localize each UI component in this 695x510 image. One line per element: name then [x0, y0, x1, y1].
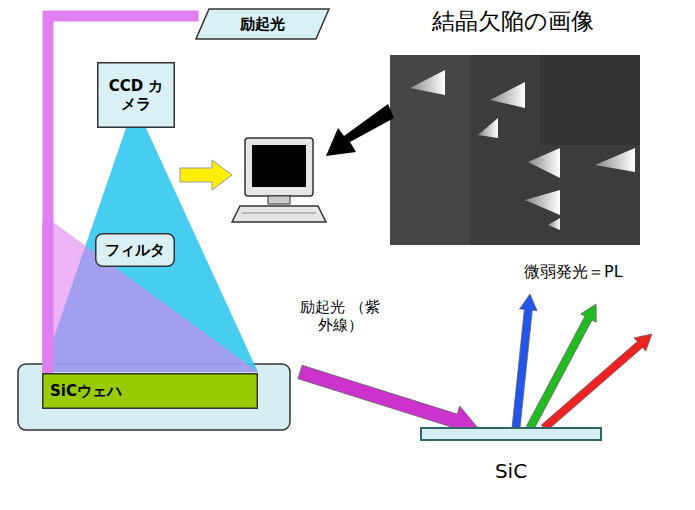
- node-label: SiC: [495, 459, 527, 483]
- sample-plate: SiC: [420, 427, 602, 483]
- defect-image: [390, 55, 640, 245]
- node-label: 励起光: [240, 15, 285, 33]
- wafer-box: SiCウェハ: [42, 373, 258, 409]
- wafer-stage: [18, 364, 290, 430]
- image-arrow: [326, 104, 394, 156]
- filter-box: フィルタ: [95, 233, 175, 267]
- data-arrow: [180, 160, 232, 190]
- camera-box: CCD カメラ: [97, 62, 175, 128]
- uv-arrow: [298, 365, 478, 435]
- pl-arrow-blue: [512, 294, 537, 428]
- image-shade: [540, 55, 640, 145]
- emission-label: 微弱発光＝PL: [524, 262, 692, 281]
- node-label: フィルタ: [105, 241, 165, 259]
- camera-cone: [42, 128, 258, 372]
- excitation-beam: [48, 16, 199, 373]
- image-title: 結晶欠陥の画像: [382, 8, 644, 36]
- node-label: CCD カメラ: [106, 77, 166, 113]
- excitation-label: 励起光 （紫外線）: [298, 298, 382, 334]
- defect-triangles: [410, 70, 635, 230]
- image-shade: [390, 55, 470, 245]
- excitation-spread: [42, 222, 258, 372]
- node-label: SiCウェハ: [50, 382, 122, 400]
- pl-arrow-red: [541, 334, 652, 431]
- light-source-box: 励起光: [195, 8, 330, 40]
- computer-icon: [232, 138, 326, 222]
